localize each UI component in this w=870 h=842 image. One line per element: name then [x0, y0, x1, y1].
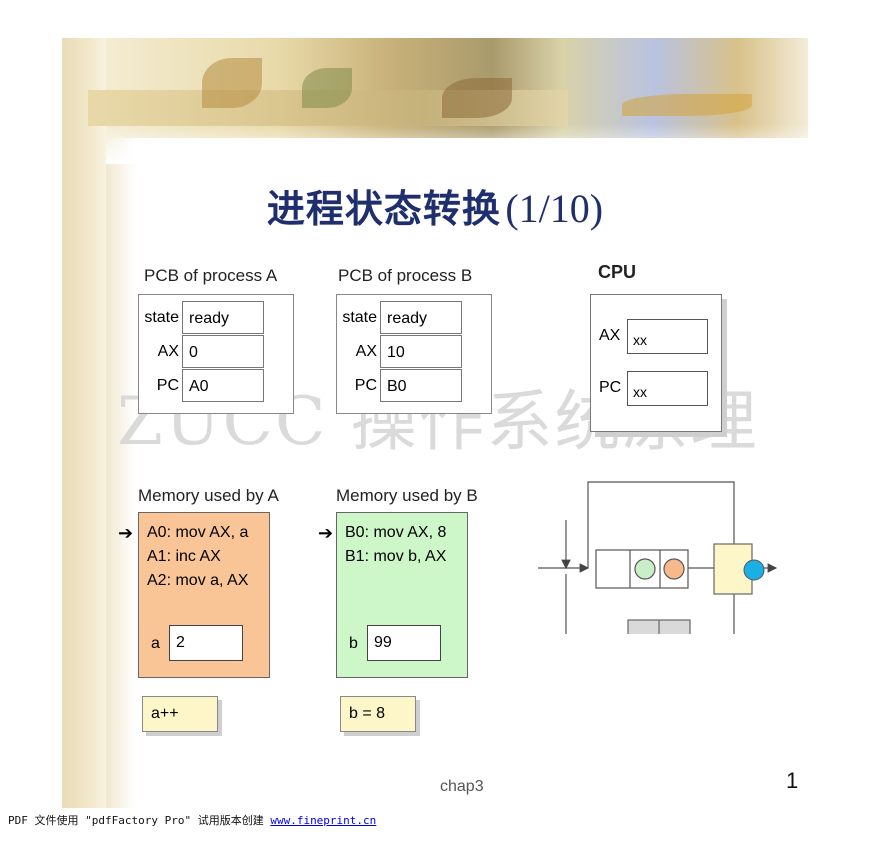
pcb-value: B0 [380, 369, 462, 402]
cpu-register-name: PC [599, 379, 622, 396]
expression-b: b = 8 [340, 696, 416, 732]
running-process-icon [743, 559, 765, 581]
pcb-value: ready [380, 301, 462, 334]
memory-code: A0: mov AX, a A1: inc AX A2: mov a, AX [147, 521, 248, 593]
fineprint-link[interactable]: www.fineprint.cn [270, 814, 377, 827]
pcb-key: AX [355, 343, 377, 360]
pcb-value: 0 [182, 335, 264, 368]
page-number: 1 [786, 768, 799, 793]
memory-code: B0: mov AX, 8 B1: mov b, AX [345, 521, 446, 569]
pcb-a-label: PCB of process A [144, 266, 278, 285]
banner-fade [106, 124, 808, 164]
pcb-key: PC [156, 377, 179, 394]
pcb-value: 10 [380, 335, 462, 368]
pcb-key: AX [157, 343, 179, 360]
leaf-decoration [302, 68, 352, 108]
blocked-queue [627, 619, 691, 634]
pcb-value: A0 [182, 369, 264, 402]
pcb-value: ready [182, 301, 264, 334]
leaf-decoration [622, 94, 752, 116]
code-line: A1: inc AX [147, 548, 221, 565]
code-line: A0: mov AX, a [147, 524, 249, 541]
title-page-fraction: (1/10) [505, 186, 604, 231]
memory-a-box: A0: mov AX, a A1: inc AX A2: mov a, AX a… [138, 512, 270, 678]
pcb-b-label: PCB of process B [338, 266, 473, 285]
pcb-key: PC [354, 377, 377, 394]
ready-process-2-icon [663, 558, 685, 580]
cpu-box: AX xx PC xx [590, 294, 722, 432]
memory-b-box: B0: mov AX, 8 B1: mov b, AX b 99 [336, 512, 468, 678]
code-line: B1: mov b, AX [345, 548, 447, 565]
memory-b-label: Memory used by B [336, 486, 478, 505]
instruction-pointer-arrow: ➔ [118, 523, 134, 543]
variable-name: b [349, 635, 358, 652]
leaf-decoration [202, 58, 262, 108]
slide: 进程状态转换 (1/10) ZUCC 操作系统原理 PCB of process… [62, 38, 808, 808]
cpu-register-name: AX [599, 327, 621, 344]
ready-queue [595, 549, 689, 589]
code-line: B0: mov AX, 8 [345, 524, 447, 541]
instruction-pointer-arrow: ➔ [318, 523, 334, 543]
scheduling-queue-diagram [538, 481, 778, 634]
cpu-register-value: xx [627, 371, 708, 406]
variable-name: a [151, 635, 160, 652]
variable-value: 99 [367, 625, 441, 661]
chapter-label: chap3 [440, 778, 484, 795]
cpu-label: CPU [598, 262, 637, 282]
expression-a: a++ [142, 696, 218, 732]
memory-a-label: Memory used by A [138, 486, 279, 505]
variable-value: 2 [169, 625, 243, 661]
code-line: A2: mov a, AX [147, 572, 249, 589]
queue-connector-lines [538, 481, 778, 634]
decorative-left-strip [62, 38, 136, 808]
pdf-notice: PDF 文件使用 "pdfFactory Pro" 试用版本创建 www.fin… [8, 812, 376, 828]
ready-process-1-icon [634, 558, 656, 580]
pcb-key: state [342, 309, 377, 326]
title-chinese: 进程状态转换 [266, 187, 501, 231]
cpu-register-value: xx [627, 319, 708, 354]
leaf-decoration [442, 78, 512, 118]
slide-title: 进程状态转换 (1/10) [62, 178, 808, 233]
pdf-notice-text: PDF 文件使用 "pdfFactory Pro" 试用版本创建 [8, 814, 264, 827]
pcb-key: state [144, 309, 179, 326]
